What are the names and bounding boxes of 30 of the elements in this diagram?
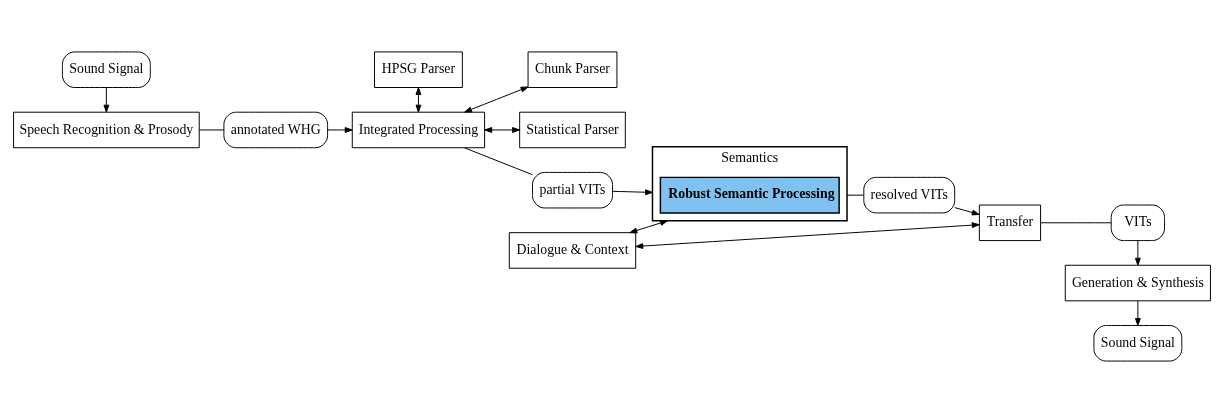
node-box: annotated WHG [223, 111, 329, 148]
arrow [415, 86, 422, 113]
node-box: resolved VITs [863, 176, 956, 213]
arrow [1134, 299, 1141, 326]
node-box: Integrated Processing [351, 111, 486, 148]
node-box: HPSG Parser [374, 50, 463, 88]
connector [846, 194, 865, 196]
connector [464, 146, 533, 175]
node-box: VITs [1110, 204, 1166, 241]
node-box: Dialogue & Context [508, 231, 637, 269]
node-box: partial VITs [532, 171, 613, 208]
arrow [484, 126, 520, 133]
arrow [635, 221, 980, 249]
arrow [629, 219, 668, 233]
arrow [464, 85, 529, 113]
arrow [612, 188, 653, 195]
node-box: Speech Recognition & Prosody [13, 111, 200, 148]
connector [1040, 221, 1112, 223]
node-box: Chunk Parser [527, 50, 618, 88]
node-box: Sound Signal [1093, 324, 1183, 362]
arrow [327, 126, 353, 133]
node-box: Generation & Synthesis [1064, 264, 1211, 301]
arrow [954, 206, 980, 215]
connector [198, 128, 225, 130]
arrow [1134, 239, 1141, 266]
arrow [103, 86, 110, 113]
node-box: Robust Semantic Processing [659, 176, 840, 214]
node-box: Sound Signal [61, 50, 151, 88]
node-box: Statistical Parser [519, 111, 626, 148]
node-box: Transfer [978, 204, 1042, 241]
